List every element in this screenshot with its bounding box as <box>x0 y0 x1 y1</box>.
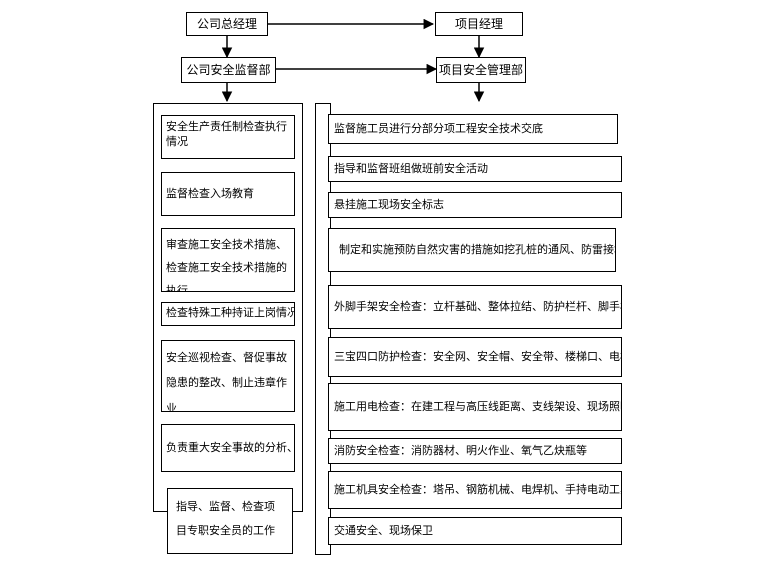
right-item-machinery-check: 施工机具安全检查：塔吊、钢筋机械、电焊机、手持电动工具、搅拌机 <box>328 471 622 509</box>
right-item-electricity-check: 施工用电检查：在建工程与高压线距离、支线架设、现场照明、配电箱 <box>328 383 622 431</box>
right-item-three-treasures-check: 三宝四口防护检查：安全网、安全帽、安全带、楼梯口、电梯井口、预留洞口、通道口 <box>328 337 622 377</box>
right-item-pre-shift-activity: 指导和监督班组做班前安全活动 <box>328 156 622 182</box>
project-manager-label: 项目经理 <box>454 16 503 31</box>
right-item-traffic-security: 交通安全、现场保卫 <box>328 517 622 545</box>
project-safety-dept-box: 项目安全管理部 <box>436 57 526 83</box>
company-general-manager-box: 公司总经理 <box>186 12 268 36</box>
left-item-special-workers-check: 检查特殊工种持证上岗情况 <box>161 302 295 326</box>
left-item-tech-measures-review: 审查施工安全技术措施、检查施工安全技术措施的执行 <box>161 228 295 292</box>
right-item-disaster-prevention: 制定和实施预防自然灾害的措施如挖孔桩的通风、防雷接地 <box>328 228 616 272</box>
right-item-safety-signs: 悬挂施工现场安全标志 <box>328 192 622 218</box>
left-item-guide-safety-officers: 指导、监督、检查项目专职安全员的工作 <box>167 488 293 554</box>
left-item-responsibility-check: 安全生产责任制检查执行情况 <box>161 115 295 159</box>
company-safety-dept-label: 公司安全监督部 <box>186 62 271 77</box>
right-item-scaffold-check: 外脚手架安全检查：立杆基础、整体拉结、防护栏杆、脚手板、剪刀撑 <box>328 285 622 329</box>
project-safety-dept-label: 项目安全管理部 <box>438 62 523 77</box>
right-item-tech-briefing: 监督施工员进行分部分项工程安全技术交底 <box>328 114 618 144</box>
company-safety-dept-box: 公司安全监督部 <box>181 57 276 83</box>
left-item-patrol-inspection: 安全巡视检查、督促事故隐患的整改、制止违章作业 <box>161 340 295 412</box>
left-item-entry-education: 监督检查入场教育 <box>161 172 295 216</box>
company-general-manager-label: 公司总经理 <box>196 16 257 31</box>
right-item-fire-safety-check: 消防安全检查：消防器材、明火作业、氧气乙炔瓶等 <box>328 438 622 464</box>
project-manager-box: 项目经理 <box>435 12 523 36</box>
left-item-accident-analysis: 负责重大安全事故的分析、调查、处 <box>161 424 295 472</box>
project-duties-frame <box>315 103 331 555</box>
